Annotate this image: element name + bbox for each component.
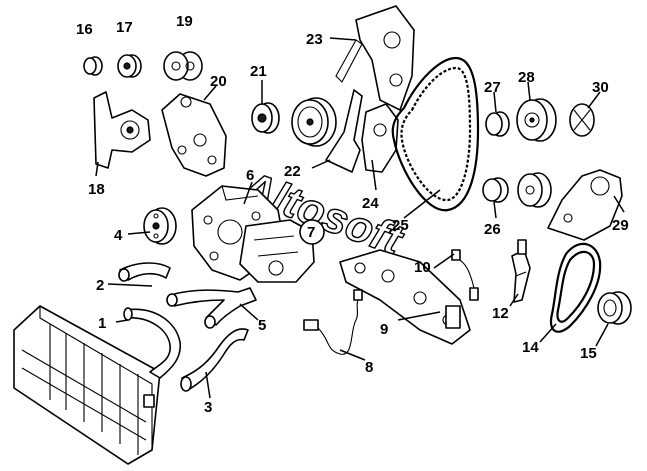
bracket-20 bbox=[161, 93, 227, 177]
leader-lines bbox=[95, 37, 625, 399]
timing-belt-25 bbox=[391, 56, 480, 212]
sensor-8 bbox=[303, 289, 363, 355]
callout-29: 29 bbox=[612, 217, 629, 234]
callout-26: 26 bbox=[484, 221, 501, 238]
tensioner-21 bbox=[251, 102, 280, 134]
callout-7: 7 bbox=[307, 224, 315, 241]
timing-cover-23 bbox=[335, 5, 415, 111]
callout-23: 23 bbox=[306, 31, 323, 48]
sensor-10 bbox=[451, 249, 479, 301]
callout-14: 14 bbox=[522, 339, 539, 356]
idler-19 bbox=[163, 51, 203, 81]
cam-sprocket-28 bbox=[516, 98, 557, 142]
callout-18: 18 bbox=[88, 181, 105, 198]
callout-4: 4 bbox=[114, 227, 123, 244]
sprocket bbox=[517, 172, 552, 208]
cap-16 bbox=[83, 56, 103, 76]
idler-26 bbox=[482, 177, 509, 203]
spacer-27 bbox=[485, 111, 510, 137]
water-pump-18 bbox=[93, 91, 151, 169]
crank-pulley bbox=[291, 97, 337, 147]
callout-labels: 1 2 3 4 5 6 8 9 10 12 14 15 16 17 18 19 … bbox=[76, 13, 629, 416]
hose-2 bbox=[118, 262, 171, 282]
callout-8: 8 bbox=[365, 359, 373, 376]
timing-cover-24 bbox=[361, 103, 399, 173]
pulley-4 bbox=[143, 207, 177, 245]
callout-5: 5 bbox=[258, 317, 266, 334]
callout-20: 20 bbox=[210, 73, 227, 90]
callout-9: 9 bbox=[380, 321, 388, 338]
radiator bbox=[13, 305, 161, 465]
callout-10: 10 bbox=[414, 259, 431, 276]
aux-belt-14 bbox=[549, 242, 602, 333]
timing-cover-22 bbox=[325, 89, 363, 173]
hub-30 bbox=[569, 103, 595, 137]
injection-pump-7: 7 bbox=[239, 219, 325, 283]
bearing-17 bbox=[117, 54, 142, 78]
callout-6: 6 bbox=[246, 167, 254, 184]
callout-1: 1 bbox=[98, 315, 106, 332]
hose-3 bbox=[180, 328, 249, 392]
lower-hose-1 bbox=[123, 307, 182, 379]
pulley-15 bbox=[597, 291, 632, 325]
callout-17: 17 bbox=[116, 19, 133, 36]
callout-15: 15 bbox=[580, 345, 597, 362]
callout-28: 28 bbox=[518, 69, 535, 86]
fuel-rail-9 bbox=[339, 249, 471, 345]
callout-27: 27 bbox=[484, 79, 501, 96]
callout-12: 12 bbox=[492, 305, 509, 322]
callout-22: 22 bbox=[284, 163, 301, 180]
callout-3: 3 bbox=[204, 399, 212, 416]
callout-24: 24 bbox=[362, 195, 379, 212]
y-hose-5 bbox=[166, 287, 257, 329]
injector-12 bbox=[511, 239, 531, 303]
callout-21: 21 bbox=[250, 63, 267, 80]
callout-2: 2 bbox=[96, 277, 104, 294]
callout-25: 25 bbox=[392, 217, 409, 234]
callout-16: 16 bbox=[76, 21, 93, 38]
callout-30: 30 bbox=[592, 79, 609, 96]
rear-cover-29 bbox=[547, 169, 623, 241]
callout-19: 19 bbox=[176, 13, 193, 30]
